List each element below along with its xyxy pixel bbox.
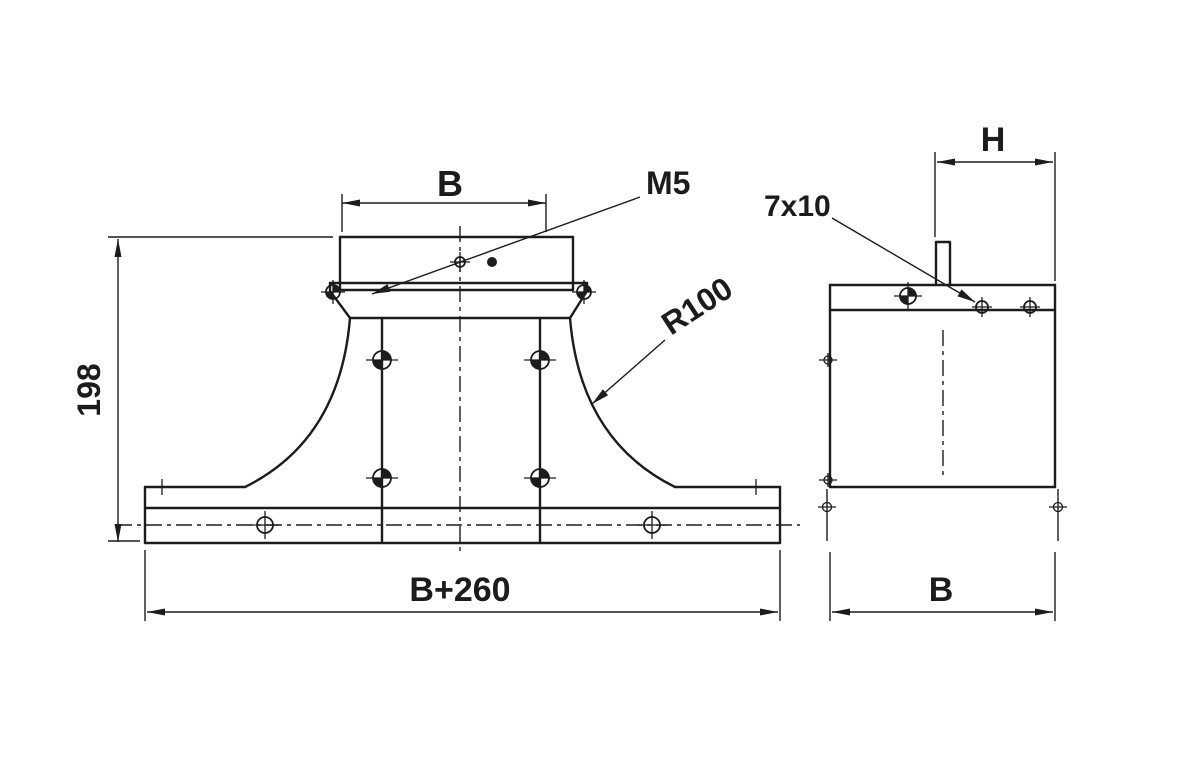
dimension-arrow (342, 199, 360, 207)
leader-arrow (372, 284, 391, 294)
side-flange-hole-mark (1049, 489, 1067, 541)
callout-radius-r100: R100 (591, 270, 739, 405)
rivet-dot (487, 257, 497, 267)
right-radius-curve (568, 316, 677, 489)
dim-front-bottom-width: B+260 (144, 550, 781, 621)
cheek-hole-marker (572, 280, 596, 304)
dim-label-front-bottom-width: B+260 (409, 571, 510, 609)
flange-hole-marker (251, 511, 279, 539)
bolt-hole-marker (524, 462, 556, 494)
dimension-arrow (114, 524, 122, 542)
dim-height-198: 198 (71, 236, 333, 542)
leader-arrow (957, 289, 975, 302)
stud-outline (934, 240, 952, 287)
side-bolt-hole-marker (894, 282, 922, 310)
dim-label-side-top-width: H (981, 121, 1006, 159)
dim-side-top-width: H (934, 121, 1056, 281)
side-edge-hole-mark (819, 473, 837, 487)
dim-label-side-bottom-width: B (929, 571, 954, 609)
dimension-arrow (1035, 608, 1053, 616)
slot-label: 7x10 (764, 190, 831, 223)
flange-hole-marker (638, 511, 666, 539)
dim-label-height: 198 (71, 363, 107, 416)
dimension-arrow (760, 608, 778, 616)
callout-thread-m5: M5 (371, 165, 690, 295)
slot-hole-marker (1020, 297, 1040, 317)
corner-hole-mark (153, 479, 171, 495)
radius-label: R100 (655, 270, 739, 342)
side-flange-hole-mark (818, 489, 836, 541)
bolt-hole-marker (366, 462, 398, 494)
dimension-arrow (937, 158, 955, 166)
corner-hole-mark (747, 479, 765, 495)
bolt-hole-marker (524, 344, 556, 376)
dimension-arrow (832, 608, 850, 616)
side-view (818, 240, 1067, 541)
dim-side-bottom-width: B (829, 552, 1056, 621)
front-view (116, 226, 800, 556)
side-outline (828, 240, 1057, 489)
dimension-arrow (1035, 158, 1053, 166)
front-outline (143, 235, 782, 545)
dimension-arrow (528, 199, 546, 207)
thread-label: M5 (646, 165, 690, 201)
left-radius-curve (243, 316, 352, 489)
dim-front-top-width: B (341, 163, 547, 232)
side-edge-hole-mark (819, 353, 837, 367)
bolt-hole-marker (366, 344, 398, 376)
dim-label-front-top-width: B (437, 163, 463, 204)
slot-hole-marker (972, 297, 992, 317)
dimension-arrow (114, 239, 122, 257)
dimension-arrow (147, 608, 165, 616)
callout-slot-7x10: 7x10 (764, 190, 976, 303)
cheek-hole-marker (321, 280, 345, 304)
leader-arrow (592, 389, 609, 404)
